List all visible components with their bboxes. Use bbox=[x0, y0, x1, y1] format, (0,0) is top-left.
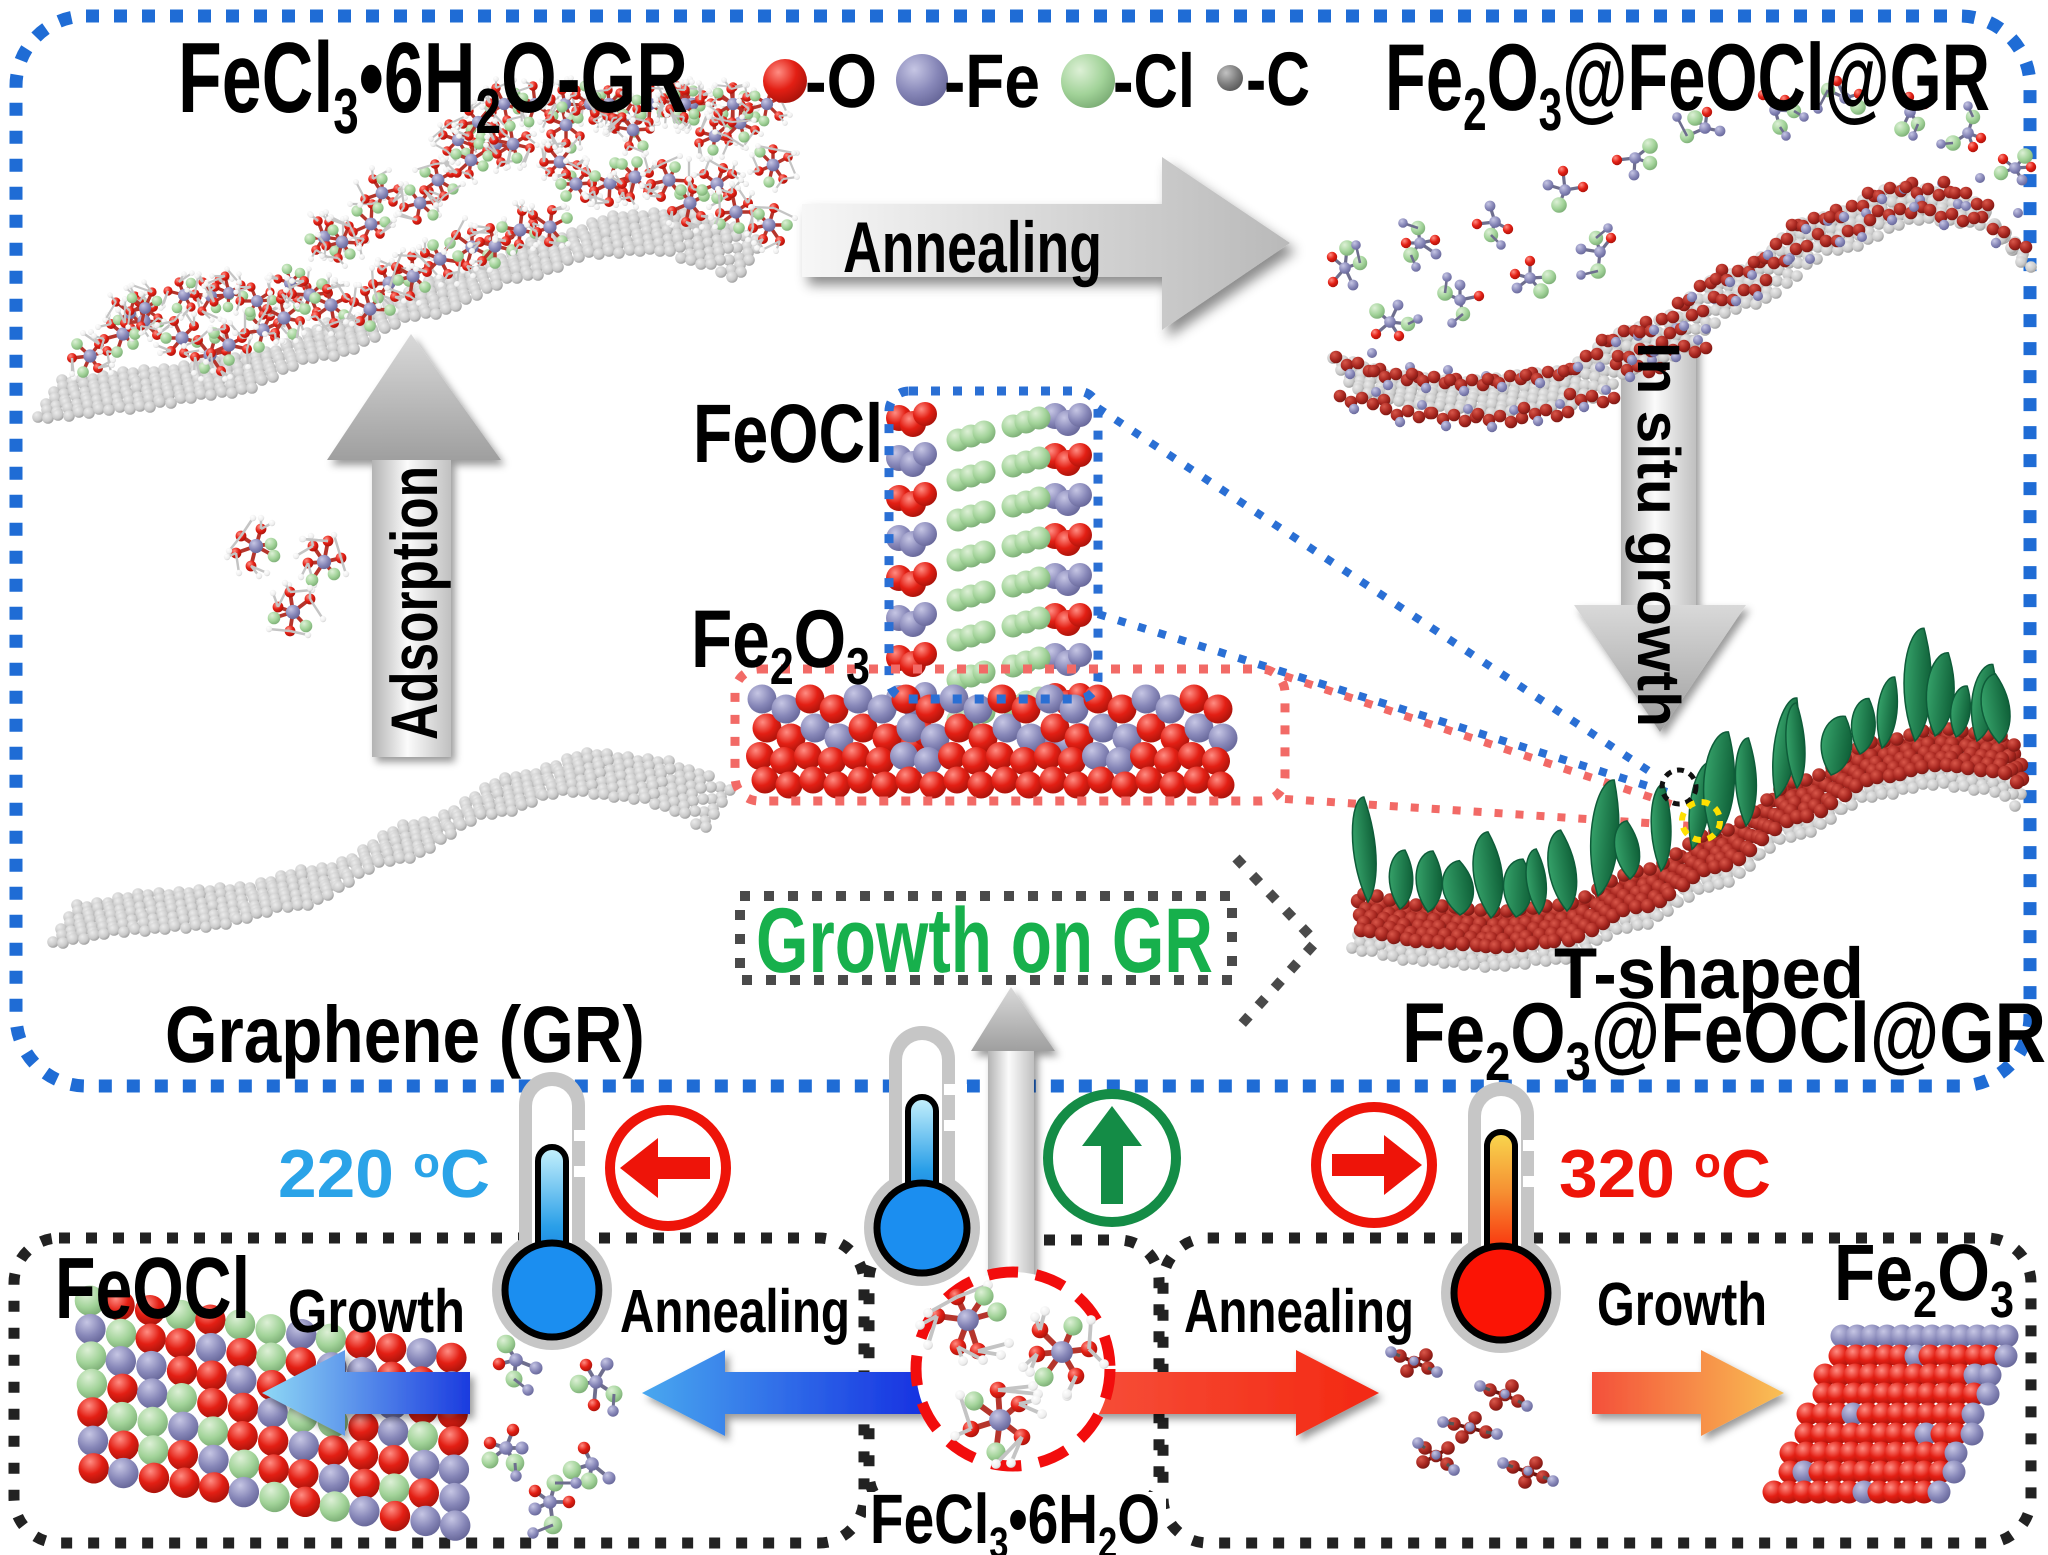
svg-text:320 oC: 320 oC bbox=[1559, 1136, 1771, 1212]
svg-text:Growth: Growth bbox=[288, 1277, 465, 1345]
svg-text:220 oC: 220 oC bbox=[278, 1136, 490, 1212]
svg-text:-O: -O bbox=[805, 39, 877, 124]
svg-text:FeCl3•6H2O-GR: FeCl3•6H2O-GR bbox=[178, 22, 688, 147]
svg-text:Growth on GR: Growth on GR bbox=[756, 890, 1213, 992]
svg-text:In situ growth: In situ growth bbox=[1625, 342, 1692, 727]
svg-text:Annealing: Annealing bbox=[1184, 1277, 1414, 1345]
svg-text:Annealing: Annealing bbox=[620, 1277, 850, 1345]
svg-text:T-shaped: T-shaped bbox=[1554, 934, 1864, 1014]
svg-text:FeOCl: FeOCl bbox=[55, 1240, 250, 1337]
svg-text:-Fe: -Fe bbox=[944, 39, 1040, 124]
svg-text:-C: -C bbox=[1246, 37, 1310, 122]
svg-text:Graphene (GR): Graphene (GR) bbox=[165, 990, 645, 1079]
svg-text:Fe2O3: Fe2O3 bbox=[691, 594, 870, 696]
svg-text:Fe2O3: Fe2O3 bbox=[1834, 1228, 2014, 1328]
svg-text:FeOCl: FeOCl bbox=[693, 387, 883, 480]
svg-text:Fe2O3@FeOCl@GR: Fe2O3@FeOCl@GR bbox=[1385, 25, 1990, 143]
svg-text:Annealing: Annealing bbox=[843, 208, 1102, 288]
svg-text:Fe2O3@FeOCl@GR: Fe2O3@FeOCl@GR bbox=[1402, 986, 2046, 1092]
svg-text:Growth: Growth bbox=[1597, 1270, 1767, 1338]
svg-text:FeCl3•6H2O: FeCl3•6H2O bbox=[870, 1480, 1160, 1555]
svg-text:-Cl: -Cl bbox=[1113, 39, 1195, 124]
svg-text:Adsorption: Adsorption bbox=[377, 466, 451, 740]
